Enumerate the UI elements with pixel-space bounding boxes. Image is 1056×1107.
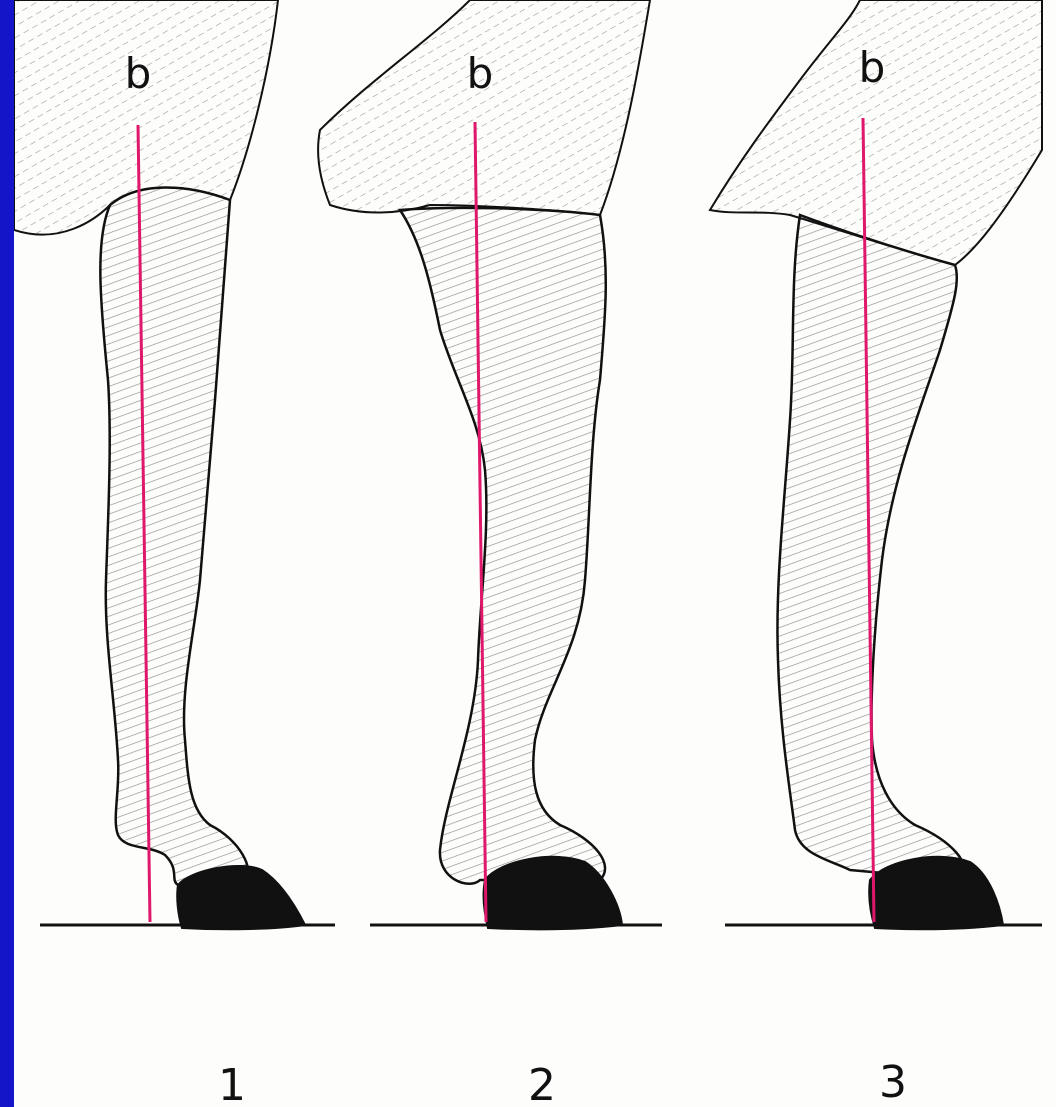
leg-2-top-label: b <box>467 49 494 98</box>
leg-1-top-label: b <box>125 49 152 98</box>
figure-panel: b 1 b 2 b 3 <box>14 0 1056 1107</box>
leg-2-illustration <box>318 0 662 929</box>
leg-1-bottom-label: 1 <box>218 1060 246 1107</box>
leg-conformation-figure: b 1 b 2 b 3 <box>14 0 1056 1107</box>
leg-1-illustration <box>14 0 335 929</box>
leg-2-bottom-label: 2 <box>528 1060 556 1107</box>
leg-3-bottom-label: 3 <box>879 1057 907 1107</box>
leg-3-illustration <box>710 0 1042 929</box>
leg-3-top-label: b <box>859 43 886 92</box>
